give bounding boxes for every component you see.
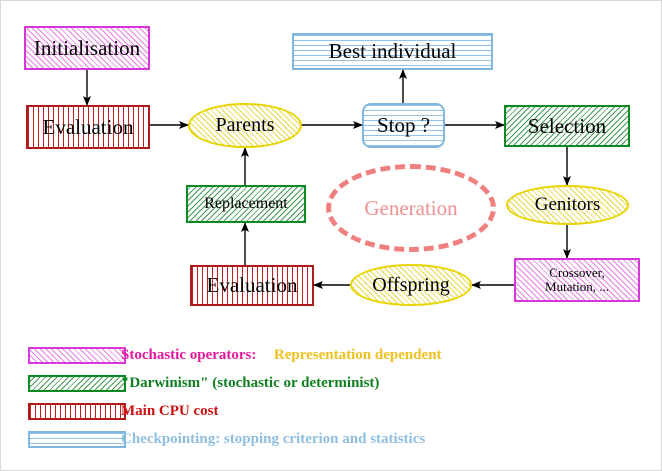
legend-row-stochastic-operators: Stochastic operators: Representation dep… (1, 341, 661, 369)
node-initialisation[interactable]: Initialisation (24, 26, 150, 70)
legend: Stochastic operators: Representation dep… (1, 341, 661, 453)
node-evaluation-top-label: Evaluation (42, 114, 134, 139)
node-genitors-label: Genitors (534, 194, 601, 216)
legend-row-darwinism: "Darwinism" (stochastic or determinist) (1, 369, 661, 397)
node-evaluation-top[interactable]: Evaluation (26, 105, 150, 149)
node-genitors[interactable]: Genitors (506, 185, 629, 225)
legend-swatch-magenta-diagonal (28, 346, 126, 364)
legend-label-main-cpu-cost: Main CPU cost (121, 402, 219, 419)
legend-label-darwinism: "Darwinism" (stochastic or determinist) (121, 374, 380, 391)
node-offspring-label: Offspring (372, 273, 450, 296)
legend-text-secondary-0: Representation dependent (273, 346, 442, 363)
node-selection-label: Selection (527, 113, 607, 138)
node-offspring[interactable]: Offspring (350, 264, 472, 306)
legend-label-checkpointing: Checkpointing: stopping criterion and st… (121, 430, 426, 447)
node-evaluation-bottom[interactable]: Evaluation (190, 265, 314, 306)
legend-text-primary-0: Stochastic operators: (121, 346, 257, 363)
node-parents-label: Parents (215, 114, 275, 136)
node-stop[interactable]: Stop ? (362, 103, 445, 148)
node-replacement-label: Replacement (204, 194, 288, 212)
node-best-individual[interactable]: Best individual (292, 33, 493, 70)
node-replacement[interactable]: Replacement (186, 185, 306, 223)
node-generation-label: Generation (364, 195, 458, 220)
legend-swatch-green-diagonal (28, 374, 126, 392)
node-stop-label: Stop ? (376, 113, 431, 138)
node-crossover-label-line1: Crossover, (549, 265, 605, 281)
legend-label-stochastic-operators: Stochastic operators: Representation dep… (121, 347, 442, 364)
node-evaluation-bottom-label: Evaluation (206, 273, 298, 298)
node-best-individual-label: Best individual (328, 39, 457, 64)
node-crossover-label-line2: Mutation, ... (545, 279, 609, 294)
node-crossover-mutation[interactable]: Crossover, Mutation, ... (514, 258, 640, 302)
legend-row-checkpointing: Checkpointing: stopping criterion and st… (1, 425, 661, 453)
legend-swatch-red-vertical (28, 402, 126, 420)
node-initialisation-label: Initialisation (33, 35, 141, 60)
node-selection[interactable]: Selection (504, 105, 630, 147)
node-parents[interactable]: Parents (188, 103, 302, 148)
node-generation-boundary: Generation (326, 164, 496, 252)
legend-row-main-cpu-cost: Main CPU cost (1, 397, 661, 425)
legend-swatch-blue-horizontal (28, 430, 126, 448)
